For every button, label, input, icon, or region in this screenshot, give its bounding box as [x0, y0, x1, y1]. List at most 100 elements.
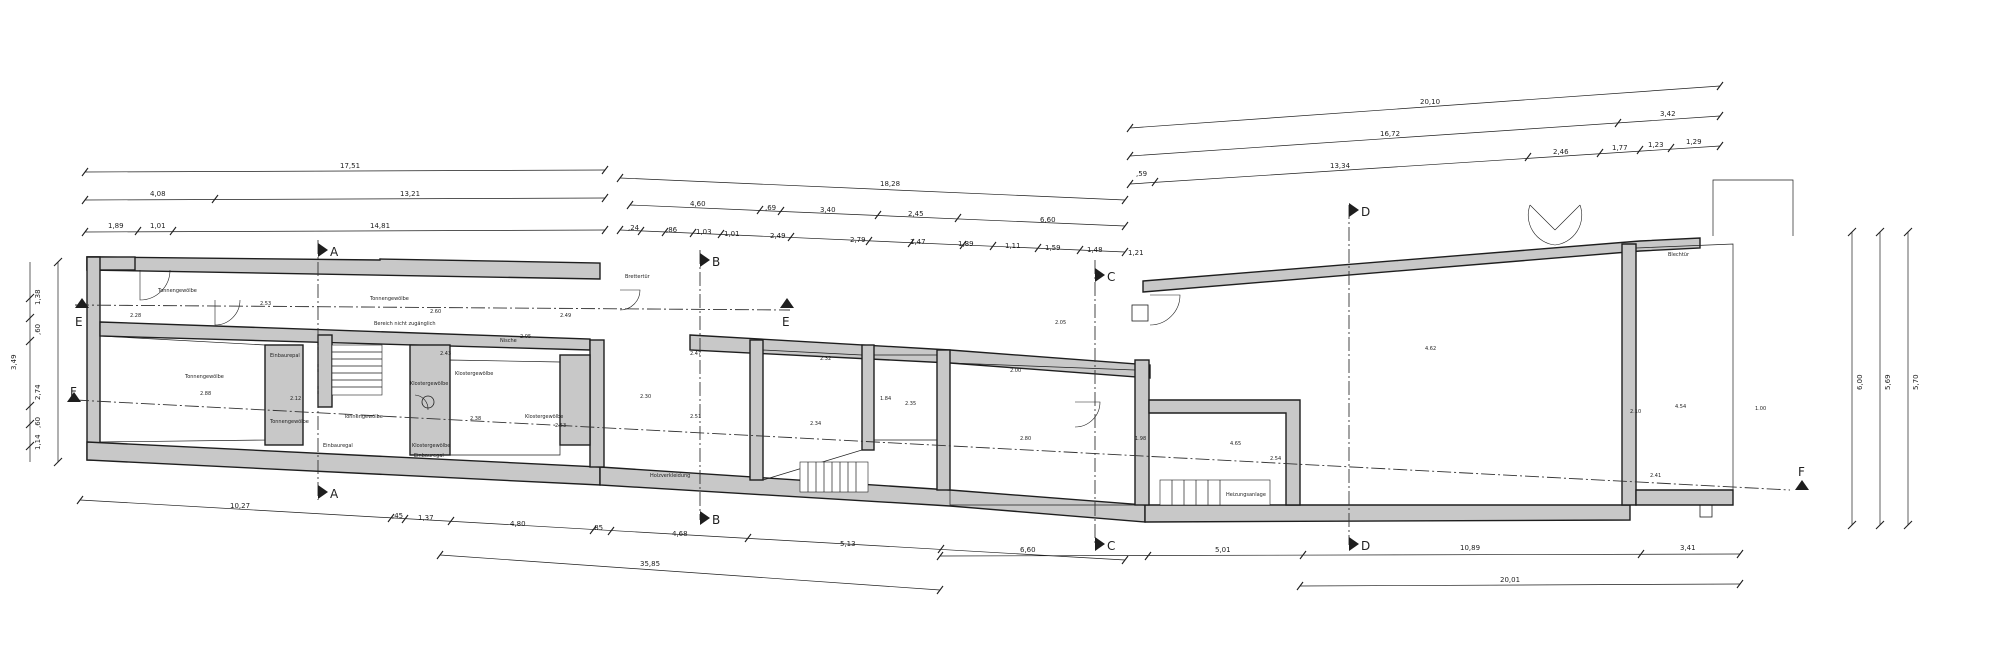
dim-top-28: ,59: [1136, 170, 1147, 178]
dim-bottom-5: ,85: [592, 524, 603, 532]
elev-5: 2.88: [200, 391, 211, 397]
dim-top-3: 13,21: [400, 190, 420, 198]
dim-top-20: 1,89: [958, 240, 974, 248]
dim-bottom-1: 10,27: [230, 502, 250, 510]
room-label-r6: Bereich nicht zugänglich: [374, 321, 436, 327]
section-c-bottom-arrow: [1095, 537, 1105, 551]
stair-column: [317, 334, 333, 408]
dim-top-19: 1,47: [910, 238, 926, 246]
room-label-r2: Tonnengewölbe: [369, 296, 409, 302]
room-label-r13: Einbauregal: [414, 453, 444, 459]
dimensions-right: 6,00 5,69 5,70: [1847, 227, 1920, 530]
dim-top-27: 3,42: [1660, 110, 1676, 118]
dim-bottom-6: 4,68: [672, 530, 688, 538]
elevation-readings: 2.28 2.53 2.60 2.49 2.88 2.12 2.05 2.43 …: [130, 301, 1766, 479]
room-label-r8: Nische: [500, 338, 517, 344]
dim-top-31: 1,77: [1612, 144, 1628, 152]
cross-wall-w1: [264, 344, 304, 446]
hall-partition: [1621, 243, 1637, 506]
section-f-right-arrow: [1795, 480, 1809, 490]
section-c-top-label: C: [1107, 270, 1115, 284]
room-label-r17: Brettertür: [625, 274, 651, 280]
dim-top-5: 1,01: [150, 222, 166, 230]
elev-12: 2.51: [690, 414, 701, 420]
dim-top-32: 1,23: [1648, 141, 1664, 149]
section-f-right-label: F: [1798, 465, 1805, 479]
door-swing-4: [1149, 294, 1181, 326]
section-e-left-arrow: [75, 298, 89, 308]
section-a-bottom-arrow: [318, 485, 328, 499]
section-d-bottom-label: D: [1361, 539, 1370, 553]
elev-25: 2.41: [1650, 473, 1661, 479]
section-e-right-arrow: [780, 298, 794, 308]
dimensions-top: 17,51 4,08 13,21 1,89 1,01 14,81 18,28 4…: [81, 81, 1724, 257]
column-fixture-2: [1699, 504, 1713, 518]
dim-bottom-11: 10,89: [1460, 544, 1480, 552]
elev-28: 1.00: [1755, 406, 1766, 412]
stairs: [331, 344, 1271, 506]
room-outline-4: [873, 354, 938, 441]
stair-east: [1159, 479, 1271, 506]
north-wall-west: [86, 256, 601, 280]
room-label-r14: Klostergewölbe: [412, 443, 450, 449]
dim-top-11: 2,45: [908, 210, 924, 218]
section-e-right-label: E: [782, 315, 790, 329]
dim-top-23: 1,48: [1087, 246, 1103, 254]
elev-13: 2.47: [690, 351, 701, 357]
dim-top-16: 1,01: [724, 230, 740, 238]
elev-23: 2.54: [1270, 456, 1281, 462]
dim-bottom-4: 4,80: [510, 520, 526, 528]
door-arc-b: [1554, 204, 1583, 246]
dim-bottom-9: 6,60: [1020, 546, 1036, 554]
door-swing-1: [139, 269, 171, 301]
room-outline-5: [949, 362, 1136, 506]
section-c-bottom-label: C: [1107, 539, 1115, 553]
column-fixture-1: [1131, 304, 1149, 322]
room-outline-1: [99, 335, 266, 443]
room-outlines: [99, 179, 1794, 506]
section-b-bottom-label: B: [712, 513, 720, 527]
room-label-r3: Tonnengewölbe: [184, 374, 224, 380]
round-fixture: [421, 395, 435, 409]
elev-10: 2.53: [555, 423, 566, 429]
section-a-top-arrow: [318, 243, 328, 257]
dim-left-1: 1,38: [34, 289, 42, 305]
dim-bottom-7: 5,13: [840, 540, 856, 548]
section-b-bottom-arrow: [700, 511, 710, 525]
elev-19: 4.62: [1425, 346, 1436, 352]
dim-right-3: 5,70: [1912, 374, 1920, 390]
room-outline-east: [1635, 243, 1734, 491]
section-d-bottom-arrow: [1349, 537, 1359, 551]
room-label-r4: Tonnengewölbe: [269, 419, 309, 425]
section-a-top-label: A: [330, 245, 339, 259]
room-label-r10: Klostergewölbe: [525, 414, 563, 420]
dim-left-5: ,60: [34, 417, 42, 428]
dim-top-18: 2,79: [850, 236, 866, 244]
section-f-left-arrow: [67, 392, 81, 402]
room-label-r12: Einbauregal: [323, 443, 353, 449]
section-b-top-arrow: [700, 253, 710, 267]
door-swing-5: [1074, 401, 1101, 428]
dim-bottom-13: 20,01: [1500, 576, 1520, 584]
elev-14: 2.34: [810, 421, 821, 427]
dim-top-6: 14,81: [370, 222, 390, 230]
dim-top-25: 20,10: [1420, 98, 1440, 106]
dim-top-9: ,69: [765, 204, 776, 212]
stair-middle: [799, 461, 869, 493]
room-label-r1: Tonnengewölbe: [157, 288, 197, 294]
dim-right-2: 5,69: [1884, 374, 1892, 390]
doors: [139, 204, 1583, 428]
dim-top-26: 16,72: [1380, 130, 1400, 138]
section-b-top-label: B: [712, 255, 720, 269]
north-wall-hall: [1142, 237, 1701, 293]
section-e-left-label: E: [75, 315, 83, 329]
elev-18: 2.00: [1010, 368, 1021, 374]
dim-left-6: 1,14: [34, 434, 42, 450]
walls: [86, 237, 1734, 523]
room-label-r7: Klostergewölbe: [410, 381, 448, 387]
cross-wall-3: [861, 344, 875, 451]
cross-wall-w2: [409, 344, 451, 456]
dimensions-bottom: 10,27 ,45 1,37 4,80 ,85 4,68 5,13 35,85 …: [76, 495, 1744, 595]
elev-6: 2.12: [290, 396, 301, 402]
